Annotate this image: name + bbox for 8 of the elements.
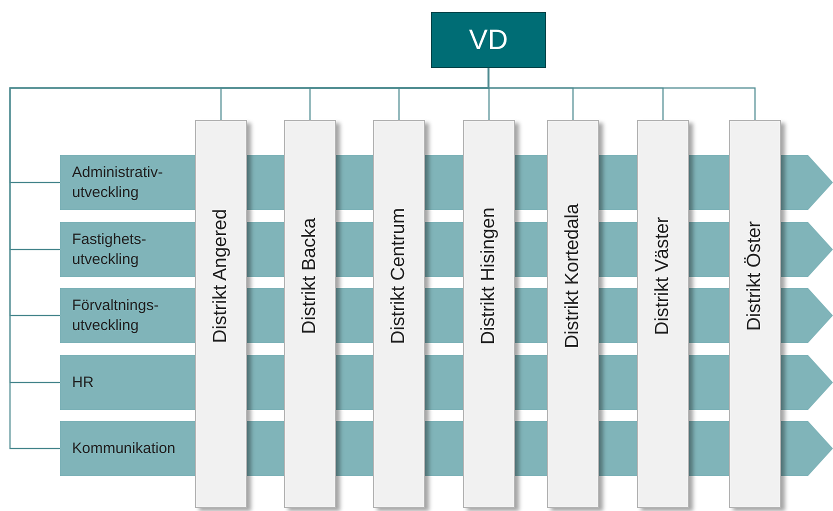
district-column: Distrikt Kortedala: [547, 120, 599, 508]
district-column: Distrikt Hisingen: [463, 120, 515, 508]
ceo-box: VD: [431, 12, 546, 68]
district-column: Distrikt Väster: [637, 120, 689, 508]
district-column: Distrikt Öster: [729, 120, 781, 508]
district-column: Distrikt Backa: [284, 120, 336, 508]
district-column: Distrikt Centrum: [373, 120, 425, 508]
district-column: Distrikt Angered: [195, 120, 247, 508]
